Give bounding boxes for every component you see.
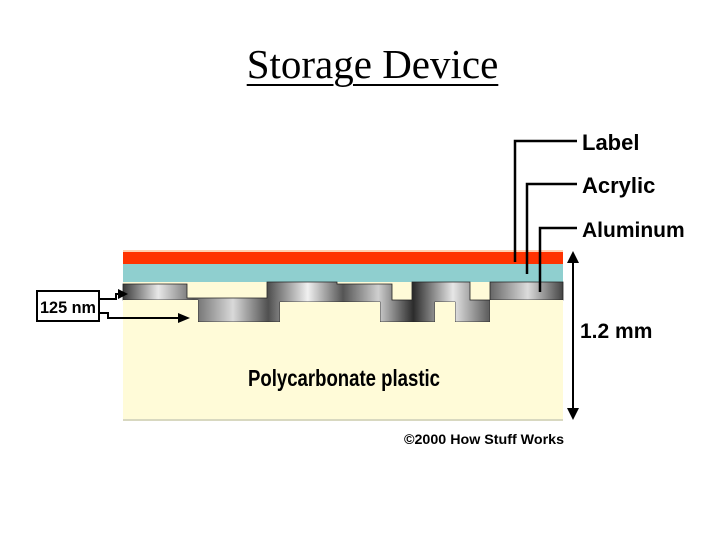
thickness-arrow-top: [567, 251, 579, 263]
aluminum-layer-text: Aluminum: [582, 219, 685, 242]
slide-title: Storage Device: [246, 41, 499, 87]
label-leader-line: [513, 139, 577, 262]
acrylic-layer-text: Acrylic: [582, 173, 655, 198]
substrate-pit-profile: [123, 300, 563, 420]
substrate-text: Polycarbonate plastic: [248, 365, 440, 391]
thickness-arrow-bottom: [567, 408, 579, 420]
pit-depth-arrowhead-upper: [118, 289, 128, 299]
pit-depth-text: 125 nm: [40, 298, 96, 317]
pit-depth-arrow-upper: [99, 293, 120, 300]
pit-depth-arrow-lower: [99, 312, 178, 319]
acrylic-leader-line: [525, 182, 577, 274]
pit-depth-box: [36, 290, 100, 322]
aluminum-leader-line: [538, 226, 577, 292]
copyright-credit: ©2000 How Stuff Works: [404, 431, 564, 447]
pit-depth-arrowhead-lower: [178, 313, 190, 323]
label-layer: [123, 252, 563, 264]
label-layer-text: Label: [582, 130, 639, 155]
thickness-text: 1.2 mm: [580, 320, 652, 343]
acrylic-layer: [123, 264, 563, 282]
